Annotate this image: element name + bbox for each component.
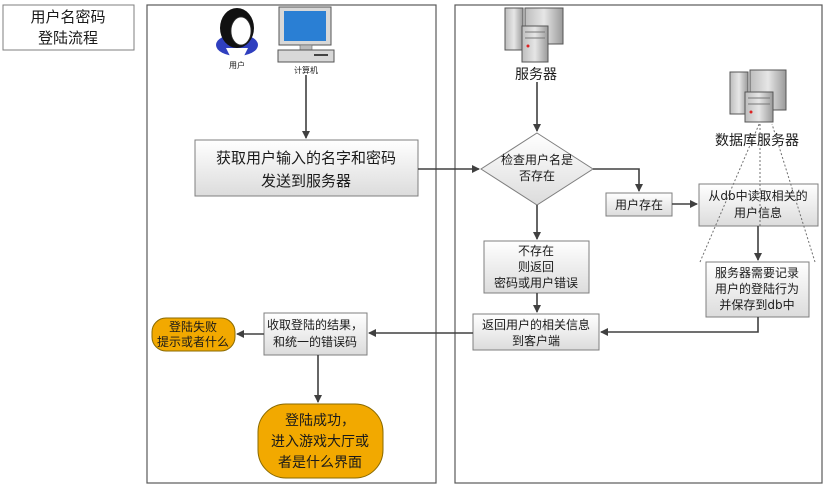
not-exist-line-1: 不存在 — [518, 244, 554, 258]
dotted-link-record-to-db-right — [771, 123, 816, 263]
not-exist-line-2: 则返回 — [518, 260, 554, 274]
login-failed-line-2: 提示或者什么 — [157, 334, 229, 349]
login-failed-terminal: 登陆失败 提示或者什么 — [151, 317, 236, 352]
login-success-line-3: 者是什么界面 — [278, 455, 362, 471]
dotted-link-record-to-db — [699, 121, 761, 263]
server-label: 服务器 — [515, 67, 557, 83]
return-info-line-2: 到客户端 — [512, 333, 560, 348]
return-info-line-1: 返回用户的相关信息 — [482, 317, 590, 332]
server-icon — [504, 7, 564, 63]
login-failed-line-1: 登陆失败 — [169, 319, 217, 334]
user-label: 用户 — [229, 60, 245, 70]
user-avatar-icon — [216, 8, 258, 56]
receive-result-box: 收取登陆的结果， 和统一的错误码 — [263, 312, 368, 356]
record-login-line-3: 并保存到db中 — [719, 297, 794, 312]
read-db-box: 从db中读取相关的 用户信息 — [698, 183, 819, 227]
not-exist-box: 不存在 则返回 密码或用户错误 — [483, 240, 590, 294]
login-success-terminal: 登陆成功， 进入游戏大厅或 者是什么界面 — [257, 403, 384, 479]
db-server-label: 数据库服务器 — [715, 133, 799, 149]
get-input-box: 获取用户输入的名字和密码 发送到服务器 — [194, 139, 419, 197]
return-info-box: 返回用户的相关信息 到客户端 — [472, 313, 600, 351]
login-success-line-1: 登陆成功， — [285, 413, 355, 429]
arrow-record-to-return — [600, 317, 759, 336]
read-db-line-1: 从db中读取相关的 — [708, 188, 807, 203]
receive-result-line-2: 和统一的错误码 — [273, 334, 357, 349]
database-server-icon — [729, 69, 787, 123]
computer-icon — [277, 6, 335, 63]
user-exists-box: 用户存在 — [605, 192, 673, 217]
check-user-line-2: 否存在 — [519, 169, 555, 183]
server-lane — [454, 4, 823, 484]
check-user-line-1: 检查用户名是 — [501, 152, 573, 167]
title-box: 用户名密码 登陆流程 — [2, 4, 135, 51]
receive-result-line-1: 收取登陆的结果， — [267, 317, 363, 332]
record-login-line-1: 服务器需要记录 — [715, 265, 799, 280]
record-login-box: 服务器需要记录 用户的登陆行为 并保存到db中 — [705, 261, 810, 318]
arrow-check-to-exists — [593, 168, 643, 192]
login-success-line-2: 进入游戏大厅或 — [271, 434, 369, 450]
computer-label: 计算机 — [294, 65, 318, 75]
record-login-line-2: 用户的登陆行为 — [715, 281, 799, 296]
get-input-line-1: 获取用户输入的名字和密码 — [216, 149, 396, 167]
get-input-line-2: 发送到服务器 — [261, 172, 351, 190]
client-lane — [146, 4, 437, 484]
check-user-decision: 检查用户名是 否存在 — [480, 132, 594, 206]
read-db-line-2: 用户信息 — [734, 205, 782, 220]
title-line-1: 用户名密码 — [30, 8, 105, 26]
user-exists-label: 用户存在 — [615, 197, 663, 212]
not-exist-line-3: 密码或用户错误 — [494, 275, 578, 290]
title-line-2: 登陆流程 — [38, 29, 98, 47]
